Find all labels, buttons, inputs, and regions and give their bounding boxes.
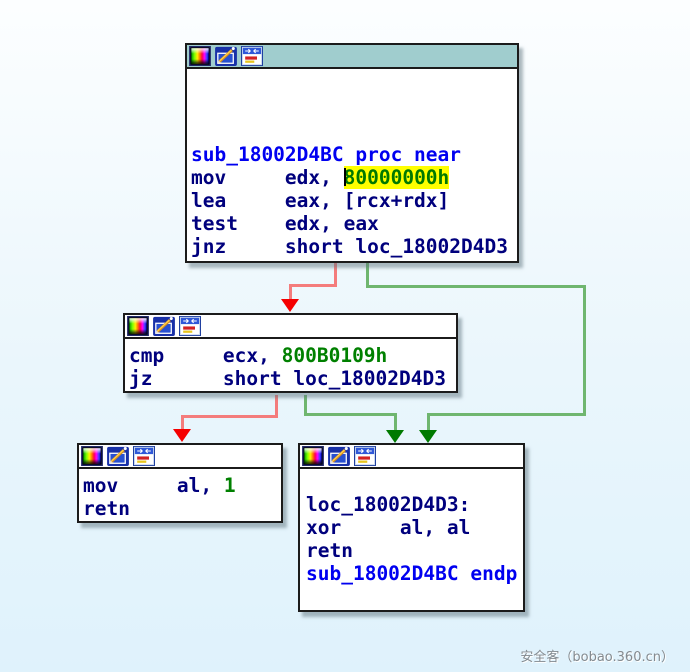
asm-instruction[interactable]: mov al,	[83, 474, 224, 497]
edit-node-icon[interactable]	[107, 446, 129, 466]
watermark: 安全客（bobao.360.cn）	[520, 650, 674, 665]
edge-segment	[304, 395, 307, 415]
node-color-icon[interactable]	[189, 46, 211, 66]
node-color-icon[interactable]	[302, 446, 324, 466]
asm-instruction[interactable]: mov edx,	[191, 166, 344, 189]
asm-instruction[interactable]: lea eax, [rcx+rdx]	[191, 189, 450, 212]
asm-line[interactable]: lea eax, [rcx+rdx]	[187, 189, 517, 212]
edge-segment	[334, 263, 337, 286]
asm-immediate[interactable]: 800B0109h	[281, 344, 388, 367]
asm-line[interactable]: jz short loc_18002D4D3	[125, 367, 456, 390]
edge-segment	[366, 263, 369, 287]
basic-block-entry[interactable]: sub_18002D4BC proc near mov edx, 8000000…	[185, 43, 519, 263]
edge-segment	[583, 288, 586, 416]
basic-block-cmp[interactable]: cmp ecx, 800B0109h jz short loc_18002D4D…	[123, 313, 458, 393]
asm-line[interactable]: jnz short loc_18002D4D3	[187, 235, 517, 258]
basic-block-loc-end[interactable]: loc_18002D4D3: xor al, al retn sub_18002…	[298, 443, 525, 612]
edge-segment	[181, 415, 278, 418]
edit-node-icon[interactable]	[153, 316, 175, 336]
text-cursor	[343, 168, 346, 186]
asm-line[interactable]: cmp ecx, 800B0109h	[125, 344, 456, 367]
block-titlebar[interactable]	[79, 445, 281, 469]
asm-line[interactable]: mov edx, 80000000h	[187, 166, 517, 189]
block-titlebar[interactable]	[125, 315, 456, 339]
block-titlebar[interactable]	[187, 45, 517, 69]
asm-immediate[interactable]: 80000000h	[343, 166, 450, 189]
group-node-icon[interactable]	[133, 446, 155, 466]
group-node-icon[interactable]	[354, 446, 376, 466]
edge-segment	[304, 413, 397, 416]
edge-arrowhead	[386, 430, 404, 443]
node-color-icon[interactable]	[81, 446, 103, 466]
edge-segment	[427, 413, 586, 416]
asm-line[interactable]: loc_18002D4D3:	[302, 493, 523, 516]
asm-endp-footer[interactable]: sub_18002D4BC endp	[306, 562, 518, 585]
edge-segment	[289, 287, 292, 300]
asm-line[interactable]: retn	[302, 539, 523, 562]
asm-instruction[interactable]: retn	[83, 497, 130, 520]
group-node-icon[interactable]	[179, 316, 201, 336]
edge-arrowhead	[281, 299, 299, 312]
group-node-icon[interactable]	[241, 46, 263, 66]
asm-label[interactable]: loc_18002D4D3:	[306, 493, 471, 516]
asm-line[interactable]: xor al, al	[302, 516, 523, 539]
asm-proc-header[interactable]: sub_18002D4BC proc near	[191, 143, 462, 166]
edit-node-icon[interactable]	[215, 46, 237, 66]
highlighted-operand[interactable]: 80000000h	[343, 166, 450, 189]
edge-segment	[181, 418, 184, 430]
asm-instruction[interactable]: cmp ecx,	[129, 344, 282, 367]
edge-segment	[427, 416, 430, 430]
asm-instruction[interactable]: jnz short loc_18002D4D3	[191, 235, 508, 258]
edge-segment	[366, 285, 586, 288]
node-color-icon[interactable]	[127, 316, 149, 336]
asm-immediate[interactable]: 1	[223, 474, 236, 497]
edge-arrowhead	[173, 429, 191, 442]
basic-block-ret-true[interactable]: mov al, 1 retn	[77, 443, 283, 523]
asm-line[interactable]: sub_18002D4BC endp	[302, 562, 523, 585]
asm-line[interactable]: mov al, 1	[79, 474, 281, 497]
edge-segment	[394, 416, 397, 430]
asm-line[interactable]: sub_18002D4BC proc near	[187, 143, 517, 166]
asm-instruction[interactable]: retn	[306, 539, 353, 562]
edge-segment	[275, 395, 278, 417]
block-titlebar[interactable]	[300, 445, 523, 469]
asm-instruction[interactable]: jz short loc_18002D4D3	[129, 367, 446, 390]
asm-instruction[interactable]: xor al, al	[306, 516, 471, 539]
edge-segment	[289, 284, 337, 287]
asm-line[interactable]: test edx, eax	[187, 212, 517, 235]
edge-arrowhead	[419, 430, 437, 443]
edit-node-icon[interactable]	[328, 446, 350, 466]
asm-instruction[interactable]: test edx, eax	[191, 212, 379, 235]
asm-line[interactable]: retn	[79, 497, 281, 520]
